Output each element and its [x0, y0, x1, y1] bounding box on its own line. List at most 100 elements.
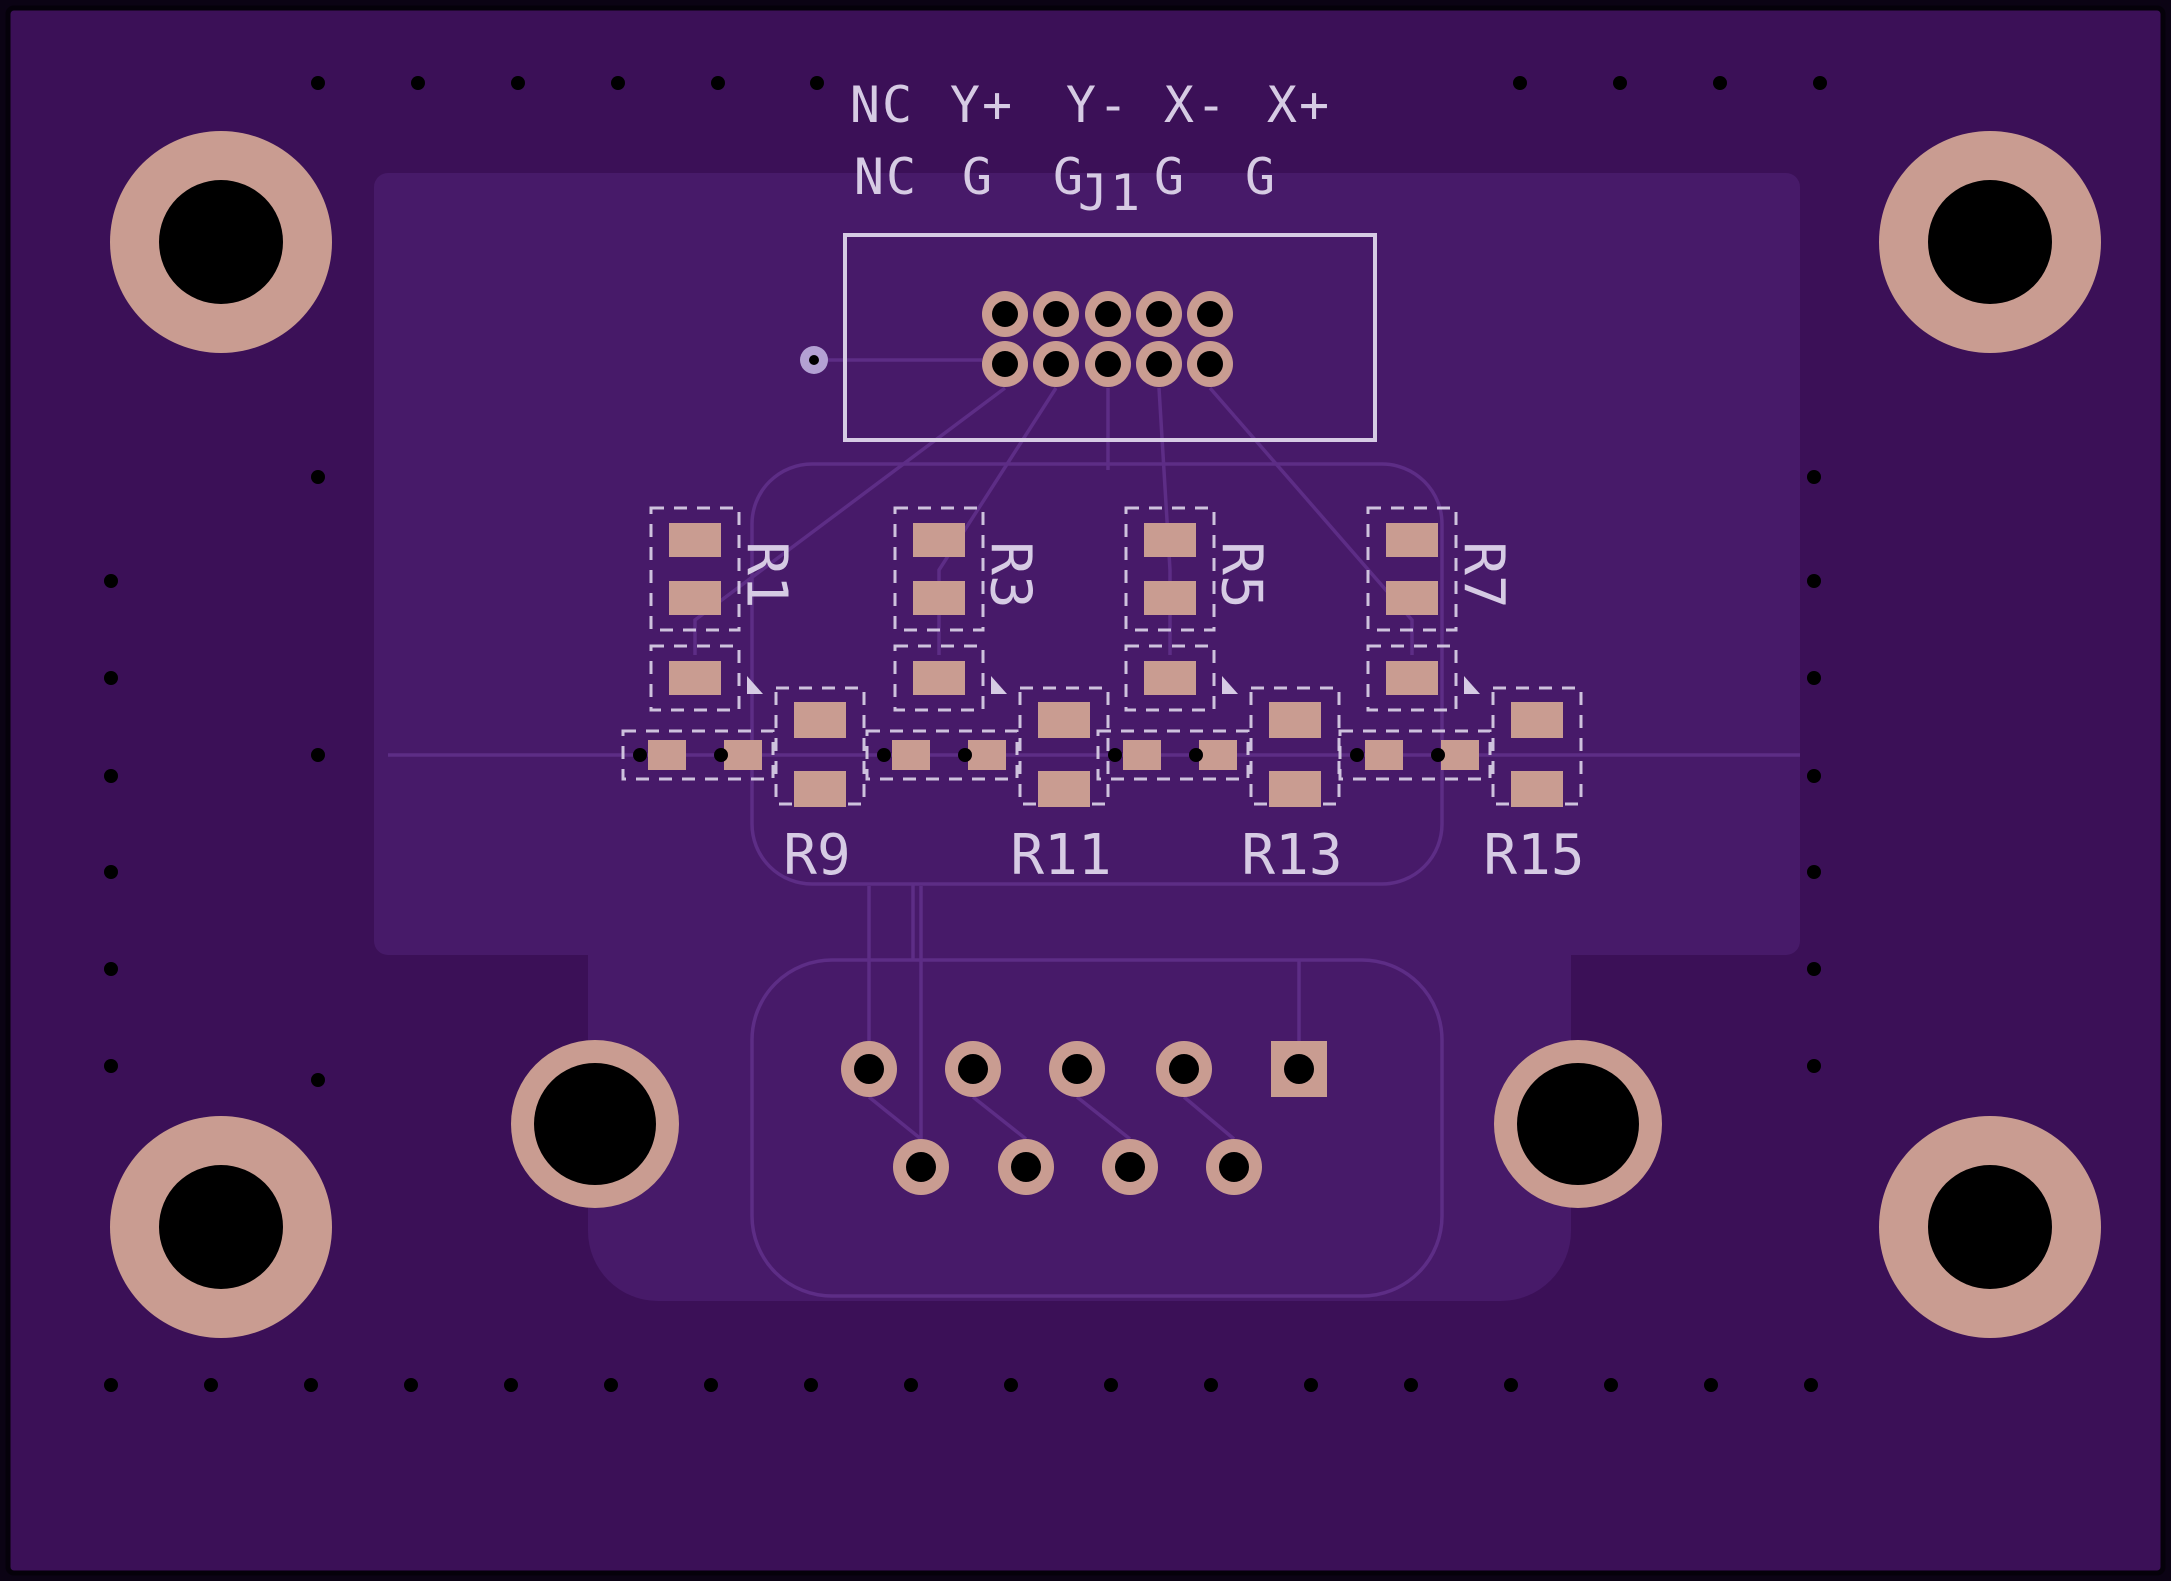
pad-hole	[1197, 351, 1223, 377]
via-dot	[1350, 748, 1364, 762]
courtyard	[1124, 506, 1216, 632]
via-dot	[714, 748, 728, 762]
resistor-group-4: R7 R15	[1338, 506, 1585, 888]
via-dot	[1807, 769, 1821, 783]
via-dot	[877, 748, 891, 762]
smd-pad	[1144, 581, 1196, 615]
smd-pad	[1038, 771, 1090, 807]
pad-hole	[1011, 1152, 1041, 1182]
via-dot	[1513, 76, 1527, 90]
pad-hole	[1146, 351, 1172, 377]
via-dot	[958, 748, 972, 762]
via-dot	[104, 574, 118, 588]
trace-outline-mid	[750, 462, 1444, 886]
resistor-ref-label: R9	[783, 823, 850, 888]
mounting-hole-top-right	[1879, 131, 2101, 353]
mounting-hole-mid-left	[511, 1040, 679, 1208]
via-dot	[633, 748, 647, 762]
courtyard	[1366, 506, 1458, 632]
via-dot	[1807, 962, 1821, 976]
pad-hole	[1062, 1054, 1092, 1084]
fiducial-via	[800, 346, 828, 374]
trace	[867, 1095, 923, 1141]
smd-pad	[1386, 661, 1438, 695]
pad-hole	[1219, 1152, 1249, 1182]
via-dot	[611, 76, 625, 90]
smd-pad	[913, 661, 965, 695]
smd-pad	[724, 740, 762, 770]
connector-j1: NC Y+ Y- X- X+ NC G G G G J1	[800, 76, 1377, 442]
via-dot	[1431, 748, 1445, 762]
courtyard	[649, 644, 741, 712]
smd-pad	[648, 740, 686, 770]
via-dot	[411, 76, 425, 90]
courtyard	[649, 506, 741, 632]
trace	[937, 387, 1058, 655]
resistor-ref-label: R15	[1483, 823, 1584, 888]
smd-pad	[913, 581, 965, 615]
smd-pad	[1441, 740, 1479, 770]
via-dot	[1004, 1378, 1018, 1392]
pad-hole	[1095, 351, 1121, 377]
connector-ref-label: J1	[1078, 164, 1142, 222]
via-dot	[104, 1059, 118, 1073]
pad-hole	[1043, 351, 1069, 377]
via-dot	[1204, 1378, 1218, 1392]
courtyard	[621, 729, 775, 781]
silk-arrow-icon	[1222, 676, 1238, 694]
via-dot	[104, 865, 118, 879]
connector-pin-labels-bottom: NC G G G G	[854, 148, 1277, 206]
via-dot	[311, 76, 325, 90]
trace-outline-bottom	[750, 958, 1444, 1298]
pin-label: G	[1245, 148, 1277, 206]
courtyard	[1096, 729, 1250, 781]
pad-hole	[992, 301, 1018, 327]
resistor-group-2: R3 R11	[865, 506, 1112, 888]
pad-hole	[1284, 1054, 1314, 1084]
pad-hole	[1115, 1152, 1145, 1182]
connector-silkscreen-outline	[843, 233, 1377, 442]
smd-pad	[1038, 702, 1090, 738]
via-dot	[304, 1378, 318, 1392]
perimeter-vias	[104, 76, 1827, 1392]
courtyard	[1366, 644, 1458, 712]
smd-pad	[1144, 523, 1196, 557]
pad-hole	[1095, 301, 1121, 327]
mounting-hole-bottom-right	[1879, 1116, 2101, 1338]
via-dot	[311, 470, 325, 484]
via-dot	[1807, 865, 1821, 879]
smd-pad	[1386, 581, 1438, 615]
via-dot	[804, 1378, 818, 1392]
pad-hole	[992, 351, 1018, 377]
courtyard	[1338, 729, 1492, 781]
pad-hole	[1169, 1054, 1199, 1084]
via-dot	[1807, 671, 1821, 685]
via-dot	[1813, 76, 1827, 90]
pad-hole	[958, 1054, 988, 1084]
smd-pad	[1123, 740, 1161, 770]
resistor-ref-label: R3	[978, 541, 1043, 608]
smd-pad	[669, 523, 721, 557]
pin-label: Y-	[1066, 76, 1130, 134]
courtyard	[893, 644, 985, 712]
courtyard	[1124, 644, 1216, 712]
via-dot	[1804, 1378, 1818, 1392]
via-dot	[1404, 1378, 1418, 1392]
pin-label: G	[962, 148, 994, 206]
smd-pad	[669, 581, 721, 615]
trace	[971, 1095, 1028, 1141]
bottom-pad-cluster	[841, 1041, 1327, 1195]
via-dot	[704, 1378, 718, 1392]
smd-pad	[794, 771, 846, 807]
smd-pad	[1386, 523, 1438, 557]
via-dot	[104, 671, 118, 685]
smd-pad	[968, 740, 1006, 770]
via-dot	[1108, 748, 1122, 762]
pin-label: X+	[1267, 76, 1331, 134]
via-dot	[1504, 1378, 1518, 1392]
via-dot	[504, 1378, 518, 1392]
smd-pad	[1199, 740, 1237, 770]
smd-pad	[913, 523, 965, 557]
smd-pad	[1511, 771, 1563, 807]
